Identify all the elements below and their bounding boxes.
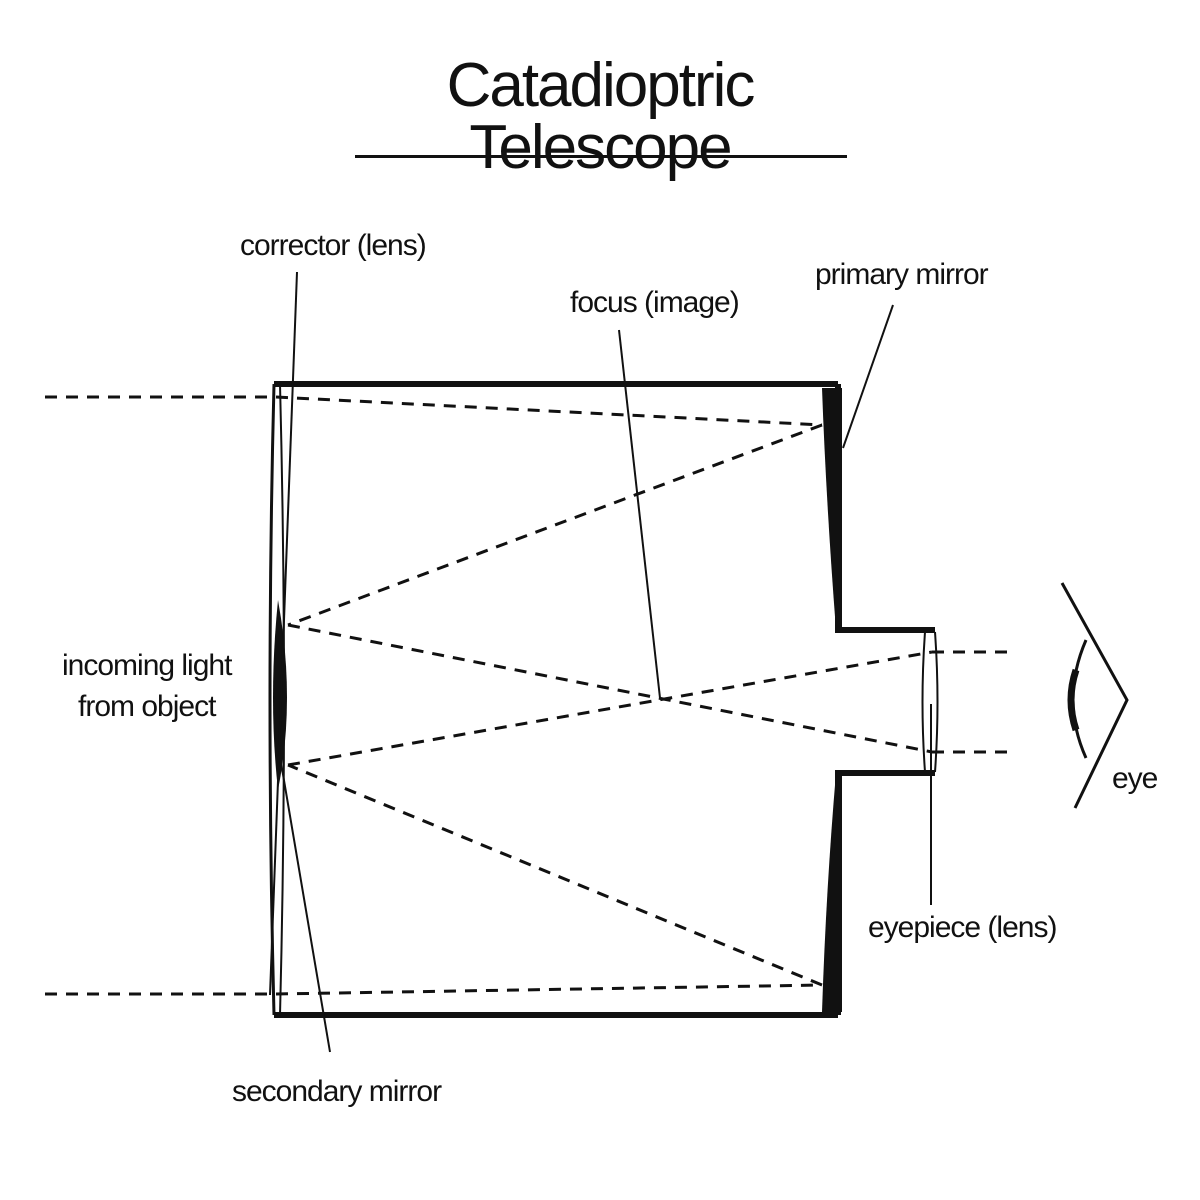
ray-bottom-to-primary — [275, 983, 823, 996]
primary-mirror-upper — [822, 388, 842, 630]
eye-icon — [1060, 582, 1129, 809]
eyepiece-label: eyepiece (lens) — [868, 911, 1057, 944]
ray-top-to-primary — [275, 395, 823, 427]
diagram-title: Catadioptric Telescope — [446, 51, 756, 182]
incoming-light-label: incoming light from object — [62, 646, 232, 727]
primary-mirror-leader — [842, 304, 894, 449]
corrector-leader — [269, 271, 298, 996]
ray-secondary-to-eyepiece-up — [287, 650, 933, 767]
title-underline — [355, 155, 847, 158]
primary-mirror-label: primary mirror — [815, 258, 989, 291]
ray-primary-to-secondary-top — [287, 423, 823, 627]
secondary-mirror-label: secondary mirror — [232, 1075, 442, 1108]
light-rays — [45, 395, 1015, 996]
secondary-mirror-leader — [277, 744, 331, 1053]
focus-leader — [618, 329, 661, 699]
ray-secondary-to-eyepiece-down — [287, 623, 933, 754]
eyepiece-lens — [921, 631, 939, 773]
tube-rear-wall-lower — [835, 770, 935, 1015]
focus-label: focus (image) — [570, 286, 740, 319]
incoming-light-line2: from object — [78, 689, 216, 723]
eye-label: eye — [1112, 762, 1158, 795]
incoming-light-line1: incoming light — [62, 649, 232, 682]
leader-lines — [269, 271, 932, 1053]
corrector-label: corrector (lens) — [240, 229, 427, 262]
ray-primary-to-secondary-bottom — [287, 763, 823, 987]
primary-mirror-lower — [822, 773, 842, 1012]
